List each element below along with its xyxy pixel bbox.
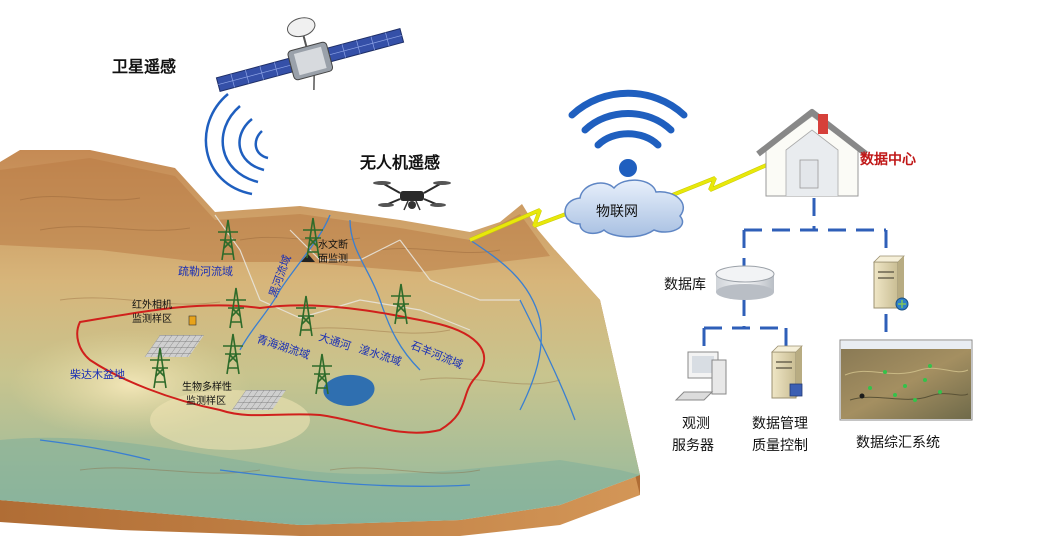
database-label: 数据库 [664, 277, 706, 293]
satellite-signal-icon [206, 94, 268, 194]
drone-icon [373, 181, 451, 210]
biodiv-label-2: 监测样区 [186, 394, 226, 407]
database-icon [716, 266, 774, 300]
hydrology-label-2: 面监测 [318, 252, 348, 265]
infrared-label-1: 红外相机 [132, 298, 172, 311]
summary-system-label: 数据综汇系统 [856, 435, 940, 451]
workstation-icon [676, 352, 726, 400]
data-center-house-icon [758, 112, 866, 196]
drone-label: 无人机遥感 [359, 153, 440, 172]
summary-system-screen [840, 340, 972, 420]
quality-label-2: 质量控制 [752, 438, 808, 454]
satellite-label: 卫星遥感 [112, 57, 176, 76]
infrared-label-2: 监测样区 [132, 312, 172, 325]
qc-server-icon [772, 346, 802, 398]
shule-basin-label: 疏勒河流域 [178, 264, 233, 278]
iot-label: 物联网 [596, 204, 638, 220]
satellite-icon [207, 0, 409, 114]
obs-server-label-1: 观测 [682, 416, 710, 432]
wifi-icon [572, 93, 684, 145]
obs-server-label-2: 服务器 [672, 438, 714, 454]
wifi-dot [619, 159, 637, 177]
hydrology-label-1: 水文断 [318, 238, 348, 251]
biodiv-label-1: 生物多样性 [182, 380, 232, 393]
quality-label-1: 数据管理 [752, 416, 808, 432]
qaidam-label: 柴达木盆地 [70, 367, 125, 381]
server-icon [874, 256, 908, 310]
camera-marker [189, 316, 196, 325]
data-center-label: 数据中心 [860, 151, 916, 168]
